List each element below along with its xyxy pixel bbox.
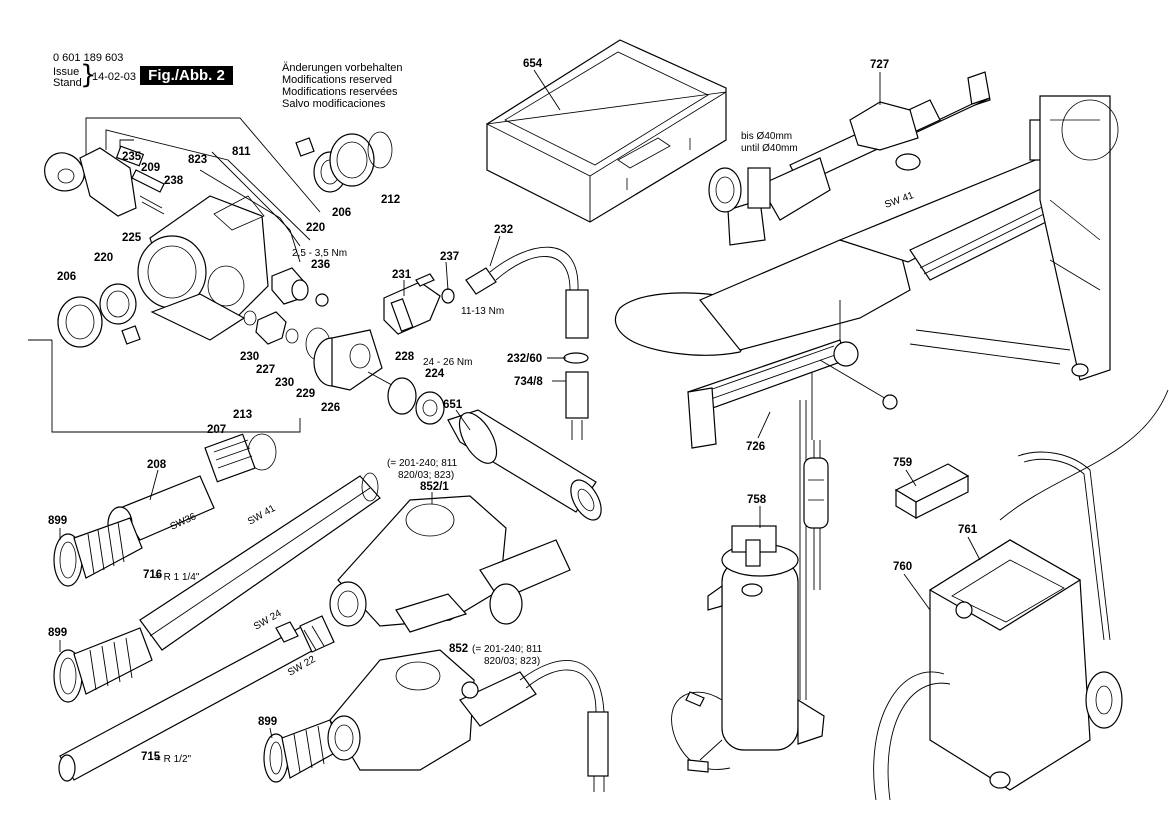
accessory-box-759 <box>894 463 970 520</box>
figure-label: Fig./Abb. 2 <box>140 66 233 85</box>
brace-glyph: } <box>80 60 97 90</box>
r114: = R 1 1/4" <box>155 572 200 583</box>
gear-housing-225 <box>137 195 269 341</box>
part-number-235: 235 <box>122 151 142 163</box>
part-number-761: 761 <box>958 524 978 536</box>
notice-en: Modifications reserved <box>282 74 393 86</box>
part-number-758: 758 <box>747 494 767 506</box>
document-number: 0 601 189 603 <box>53 52 124 64</box>
part-number-715: 715 <box>141 751 161 763</box>
part-number-759: 759 <box>893 457 912 469</box>
ref-852-line1: (= 201-240; 811 <box>472 644 543 655</box>
torque-236: 2,5 - 3,5 Nm <box>292 248 347 259</box>
part-number-213: 213 <box>233 409 252 421</box>
stand-label: Stand <box>53 77 82 89</box>
part-number-206-left: 206 <box>57 271 76 283</box>
handle-knob-group <box>44 145 165 217</box>
core-bit-adapter-899-a <box>53 517 143 587</box>
part-number-229: 229 <box>296 388 315 400</box>
wet-vacuum-760-761 <box>873 389 1169 801</box>
motor-housing-852-1 <box>329 495 571 633</box>
part-number-727: 727 <box>870 59 889 71</box>
part-number-231: 231 <box>392 269 412 281</box>
part-number-237: 237 <box>440 251 459 263</box>
ref-852-1-line1: (= 201-240; 811 <box>387 458 458 469</box>
part-number-212: 212 <box>381 194 400 206</box>
part-number-225: 225 <box>122 232 142 244</box>
extension-tube-715 <box>58 615 335 782</box>
part-number-899-c: 899 <box>258 716 277 728</box>
torque-224: 24 - 26 Nm <box>423 357 472 368</box>
ref-852-1-line2: 820/03; 823) <box>398 470 454 481</box>
extension-tube-716 <box>139 472 381 651</box>
part-number-232: 232 <box>494 224 513 236</box>
part-number-206-top: 206 <box>332 207 351 219</box>
water-valve-231 <box>383 246 589 440</box>
part-number-236: 236 <box>311 259 330 271</box>
torque-237: 11-13 Nm <box>461 306 504 317</box>
part-number-852: 852 <box>449 643 468 655</box>
part-number-228: 228 <box>395 351 415 363</box>
part-number-852-1: 852/1 <box>420 481 449 493</box>
part-number-226: 226 <box>321 402 340 414</box>
sw41-mid: SW 41 <box>246 503 278 528</box>
part-number-651: 651 <box>443 399 463 411</box>
part-number-230-b: 230 <box>275 377 294 389</box>
part-number-230-a: 230 <box>240 351 259 363</box>
ref-852-line2: 820/03; 823) <box>484 656 540 667</box>
water-tank-758 <box>671 525 825 773</box>
notice-de: Änderungen vorbehalten <box>282 62 403 74</box>
issue-label: Issue <box>53 66 80 78</box>
r12: = R 1/2" <box>155 754 192 765</box>
part-number-811: 811 <box>232 146 251 158</box>
part-number-899-b: 899 <box>48 627 67 639</box>
part-numbers: 654 727 811 823 235 209 238 220 206 212 … <box>48 58 978 763</box>
part-number-726: 726 <box>746 441 765 453</box>
part-number-899-a: 899 <box>48 515 67 527</box>
valve-body-226 <box>313 329 445 425</box>
part-number-654: 654 <box>523 58 543 70</box>
diameter-note-en: until Ø40mm <box>741 143 798 154</box>
part-number-760: 760 <box>893 561 912 573</box>
side-handle-651 <box>447 409 602 521</box>
carrying-case-654 <box>485 39 727 223</box>
part-number-232-60: 232/60 <box>507 353 542 365</box>
label-leaders <box>59 69 981 739</box>
pump-impeller-227 <box>243 310 331 361</box>
part-number-238: 238 <box>164 175 184 187</box>
notice-es: Salvo modificaciones <box>282 98 386 110</box>
motor-housing-852 <box>327 649 609 792</box>
issue-date: 14-02-03 <box>92 71 137 83</box>
core-bit-adapter-899-b <box>53 627 153 703</box>
screw-parts-236 <box>271 267 329 307</box>
part-number-823: 823 <box>188 154 207 166</box>
part-number-227: 227 <box>256 364 275 376</box>
leader-lines-left <box>28 117 321 433</box>
part-number-734-8: 734/8 <box>514 376 543 388</box>
part-number-716: 716 <box>143 569 162 581</box>
part-number-208: 208 <box>147 459 167 471</box>
drill-stand-726 <box>614 95 1119 700</box>
diameter-note-de: bis Ø40mm <box>741 131 792 142</box>
part-number-220-left: 220 <box>94 252 113 264</box>
rings-upper-206-212-220 <box>121 131 393 345</box>
part-number-207: 207 <box>207 424 226 436</box>
notice-fr: Modifications reservées <box>282 86 398 98</box>
part-number-209: 209 <box>141 162 160 174</box>
part-number-220-top: 220 <box>306 222 325 234</box>
hanging-hose <box>803 440 829 590</box>
stand-bracket-727 <box>708 71 991 246</box>
core-bit-adapter-899-c <box>263 719 341 783</box>
rings-left-206-220 <box>57 283 137 348</box>
sw41-top: SW 41 <box>883 190 915 211</box>
part-number-224: 224 <box>425 368 445 380</box>
